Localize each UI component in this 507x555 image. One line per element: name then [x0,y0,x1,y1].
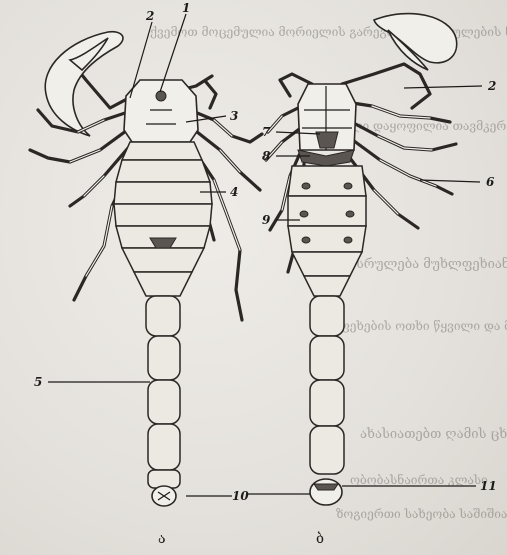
pectines [298,150,354,166]
telson-band [314,484,338,490]
label-3: 3 [230,110,238,122]
label-5: 5 [34,376,42,388]
label-2-right: 2 [488,80,496,92]
ventral-telson [310,479,342,505]
label-6: 6 [486,176,494,188]
label-9: 9 [262,214,270,226]
median-eyes [156,91,166,101]
metasoma-tail [146,296,180,488]
scorpion-dorsal-view [30,32,262,506]
label-11: 11 [480,480,497,492]
caption-left: ა [158,532,166,546]
label-2-left: 2 [146,10,154,22]
label-10: 10 [232,490,249,502]
label-7: 7 [262,126,270,138]
caption-right: ბ [316,532,324,546]
ventral-right-pedipalp-claw [342,14,457,108]
label-1: 1 [182,2,190,14]
ventral-mesosoma [288,166,366,296]
leader-lines [48,14,482,496]
label-4: 4 [230,186,238,198]
ventral-metasoma-tail [310,296,344,474]
label-8: 8 [262,150,270,162]
mesosoma-segments [114,142,212,296]
